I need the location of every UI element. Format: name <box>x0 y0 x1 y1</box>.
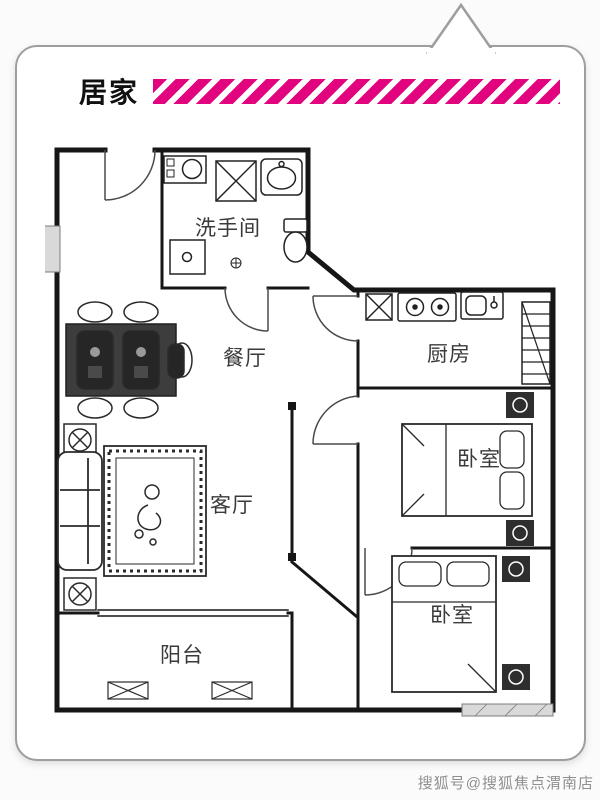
duct-shaft-icon <box>521 301 551 385</box>
balcony-fixtures <box>107 681 253 700</box>
room-labels: 洗手间 餐厅 厨房 卧室 客厅 卧室 阳台 <box>160 216 501 667</box>
toilet-icon <box>283 218 308 263</box>
dining-chair <box>122 330 160 390</box>
label-dining: 餐厅 <box>223 346 267 370</box>
vent-box-icon <box>211 681 253 700</box>
label-bedroom-bottom: 卧室 <box>430 603 474 627</box>
nightstand <box>502 556 530 582</box>
sofa <box>57 451 103 571</box>
living-room-furniture <box>57 423 207 611</box>
bedroom-top-furniture <box>401 392 534 546</box>
kitchen-sink-icon <box>460 291 504 320</box>
dining-chair <box>167 343 185 379</box>
nightstand <box>506 392 534 418</box>
column-symbol-icon <box>63 577 97 611</box>
cabinet-icon <box>365 293 393 321</box>
bathroom-fixtures <box>163 155 308 275</box>
washbasin-icon <box>260 158 303 196</box>
floor-plan: 洗手间 餐厅 厨房 卧室 客厅 卧室 阳台 <box>43 135 567 727</box>
label-bathroom: 洗手间 <box>195 216 261 240</box>
door-arcs <box>104 149 413 596</box>
floor-drain-icon <box>230 257 242 269</box>
callout-pointer-icon <box>425 2 497 56</box>
decorative-stripes <box>153 78 560 104</box>
stove-icon <box>397 292 457 322</box>
nightstand <box>502 664 530 690</box>
card-header: 居家 <box>79 75 560 108</box>
label-kitchen: 厨房 <box>427 342 471 366</box>
kitchen-fixtures <box>365 291 551 385</box>
vent-box-icon <box>107 681 149 700</box>
rug <box>103 445 207 577</box>
dining-chair <box>76 330 114 390</box>
card-title: 居家 <box>79 77 140 108</box>
wall-pillars <box>43 225 554 717</box>
bedroom-bottom-furniture <box>391 555 530 693</box>
nightstand <box>506 520 534 546</box>
dining-set <box>65 301 193 419</box>
column-symbol-icon <box>63 423 97 457</box>
interior-walls <box>55 148 555 712</box>
label-bedroom-top: 卧室 <box>457 447 501 471</box>
outer-walls <box>54 147 556 713</box>
label-living: 客厅 <box>210 493 254 517</box>
label-balcony: 阳台 <box>160 643 204 667</box>
shower-icon <box>215 160 257 202</box>
floorplan-card: 居家 <box>15 45 586 761</box>
washing-machine-icon <box>163 155 207 184</box>
watermark: 搜狐号@搜狐焦点渭南店 <box>417 775 594 792</box>
floorplan-svg: 洗手间 餐厅 厨房 卧室 客厅 卧室 阳台 <box>43 147 556 717</box>
shower-tray-icon <box>169 239 206 275</box>
